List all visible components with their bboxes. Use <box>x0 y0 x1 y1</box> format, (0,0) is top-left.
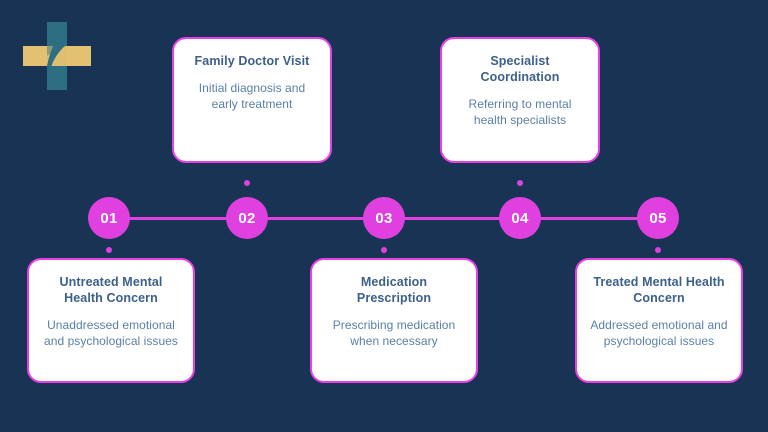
timeline-dot-03 <box>381 247 387 253</box>
step-card-05-body: Addressed emotional and psychological is… <box>590 318 728 349</box>
step-card-05[interactable]: Treated Mental Health Concern Addressed … <box>575 258 743 383</box>
timeline-dot-05 <box>655 247 661 253</box>
step-card-01-title: Untreated Mental Health Concern <box>59 275 163 305</box>
timeline-node-04[interactable]: 04 <box>499 197 541 239</box>
timeline-node-03[interactable]: 03 <box>363 197 405 239</box>
step-card-02[interactable]: Family Doctor Visit Initial diagnosis an… <box>172 37 332 163</box>
timeline-dot-04 <box>517 180 523 186</box>
timeline-node-02[interactable]: 02 <box>226 197 268 239</box>
step-card-04-title: Specialist Coordination <box>480 54 560 84</box>
step-card-02-body: Initial diagnosis and early treatment <box>198 81 306 112</box>
step-card-03[interactable]: Medication Prescription Prescribing medi… <box>310 258 478 383</box>
step-card-01[interactable]: Untreated Mental Health Concern Unaddres… <box>27 258 195 383</box>
step-card-05-title: Treated Mental Health Concern <box>593 275 725 305</box>
medical-cross-logo <box>17 16 97 96</box>
step-card-04[interactable]: Specialist Coordination Referring to men… <box>440 37 600 163</box>
step-card-03-body: Prescribing medication when necessary <box>332 318 456 349</box>
step-card-04-body: Referring to mental health specialists <box>468 97 572 128</box>
step-card-01-body: Unaddressed emotional and psychological … <box>44 318 178 349</box>
step-card-02-title: Family Doctor Visit <box>194 54 310 68</box>
timeline-dot-01 <box>106 247 112 253</box>
step-card-03-title: Medication Prescription <box>356 275 432 305</box>
timeline-node-01[interactable]: 01 <box>88 197 130 239</box>
timeline-dot-02 <box>244 180 250 186</box>
timeline-node-05[interactable]: 05 <box>637 197 679 239</box>
